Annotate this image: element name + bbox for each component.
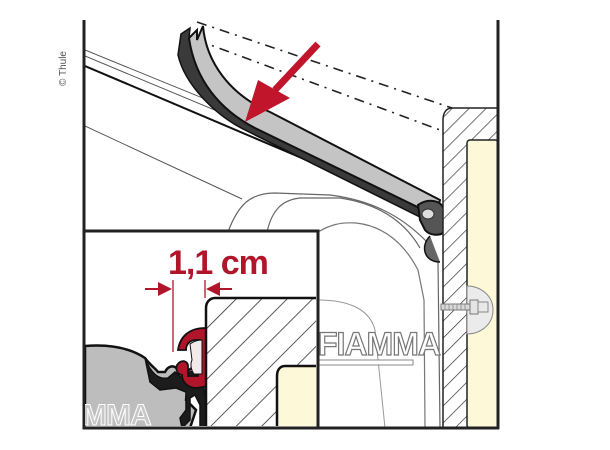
inset-wall-panel <box>275 364 316 426</box>
mounting-bolt <box>440 285 494 335</box>
wall-panel <box>466 139 497 428</box>
awning-end-cap <box>227 192 441 428</box>
vehicle-wall <box>442 107 497 428</box>
dimension-label: 1,1 cm <box>168 244 268 282</box>
insertion-arrow-icon <box>245 41 321 122</box>
logo-underline <box>317 359 414 366</box>
fiamma-logo: FIAMMA <box>318 326 441 362</box>
dimension-arrows-icon <box>145 280 232 352</box>
detail-inset: MMA 1,1 cm <box>82 229 320 432</box>
inset-brand-text: MMA <box>82 399 151 432</box>
main-scene: FIAMMA <box>85 21 497 428</box>
guide-lines <box>196 21 453 131</box>
seal-strip <box>177 25 445 263</box>
